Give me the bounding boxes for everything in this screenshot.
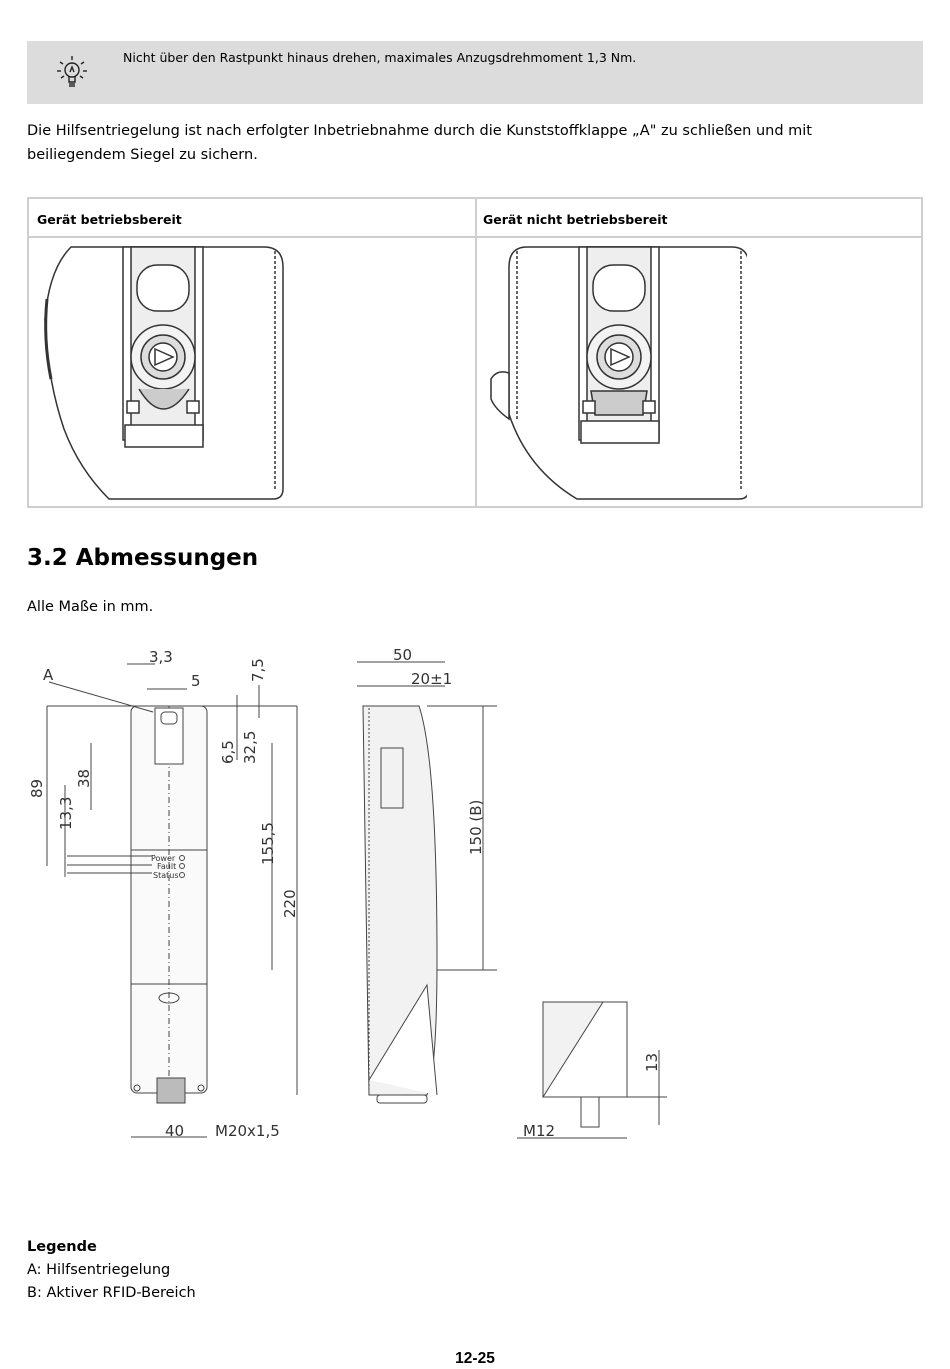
dim-40: 40 xyxy=(165,1122,184,1140)
table-divider-vertical xyxy=(475,199,477,506)
dim-5: 5 xyxy=(191,672,201,690)
legend-item-b: B: Aktiver RFID-Bereich xyxy=(27,1285,196,1301)
legend-title: Legende xyxy=(27,1239,97,1255)
dim-89: 89 xyxy=(28,779,46,798)
dim-6-5: 6,5 xyxy=(219,740,237,764)
units-note: Alle Maße in mm. xyxy=(27,599,154,615)
header-ready: Gerät betriebsbereit xyxy=(37,212,182,227)
note-box xyxy=(27,41,923,104)
led-label-power: Power xyxy=(151,854,176,863)
dimension-drawing: A 3,3 5 7,5 6,5 32,5 89 38 13,3 155,5 22… xyxy=(28,646,667,1140)
legend-item-a: A: Hilfsentriegelung xyxy=(27,1262,171,1278)
dim-7-5: 7,5 xyxy=(249,658,267,682)
legend: Legende A: Hilfsentriegelung B: Aktiver … xyxy=(27,1236,196,1305)
dim-m20: M20x1,5 xyxy=(215,1122,280,1140)
dim-20: 20±1 xyxy=(411,670,452,688)
dim-150-b: 150 (B) xyxy=(467,800,485,855)
device-not-ready-illustration xyxy=(490,246,747,500)
dim-155-5: 155,5 xyxy=(259,822,277,865)
dim-50: 50 xyxy=(393,646,412,664)
section-title: 3.2 Abmessungen xyxy=(27,545,259,571)
dim-32-5: 32,5 xyxy=(241,731,259,764)
dim-3-3: 3,3 xyxy=(149,648,173,666)
dim-m12: M12 xyxy=(523,1122,555,1140)
header-not-ready: Gerät nicht betriebsbereit xyxy=(483,212,668,227)
note-text: Nicht über den Rastpunkt hinaus drehen, … xyxy=(123,50,637,65)
page-number: 12-25 xyxy=(455,1350,495,1367)
dim-13: 13 xyxy=(643,1053,661,1072)
dim-220: 220 xyxy=(281,889,299,918)
label-a: A xyxy=(43,666,54,684)
lightbulb-icon xyxy=(57,56,87,87)
intro-paragraph: Die Hilfsentriegelung ist nach erfolgter… xyxy=(27,119,907,167)
table-divider-horizontal xyxy=(29,236,921,238)
dimension-labels: A 3,3 5 7,5 6,5 32,5 89 38 13,3 155,5 22… xyxy=(28,646,661,1140)
led-label-fault: Fault xyxy=(157,862,176,871)
status-table: Gerät betriebsbereit Gerät nicht betrieb… xyxy=(27,197,923,508)
dim-38: 38 xyxy=(75,769,93,788)
led-label-status: Status xyxy=(153,871,179,880)
device-ready-illustration xyxy=(44,246,284,500)
intro-line-2: beiliegendem Siegel zu sichern. xyxy=(27,147,258,163)
dim-13-3: 13,3 xyxy=(57,797,75,830)
intro-line-1: Die Hilfsentriegelung ist nach erfolgter… xyxy=(27,123,812,139)
